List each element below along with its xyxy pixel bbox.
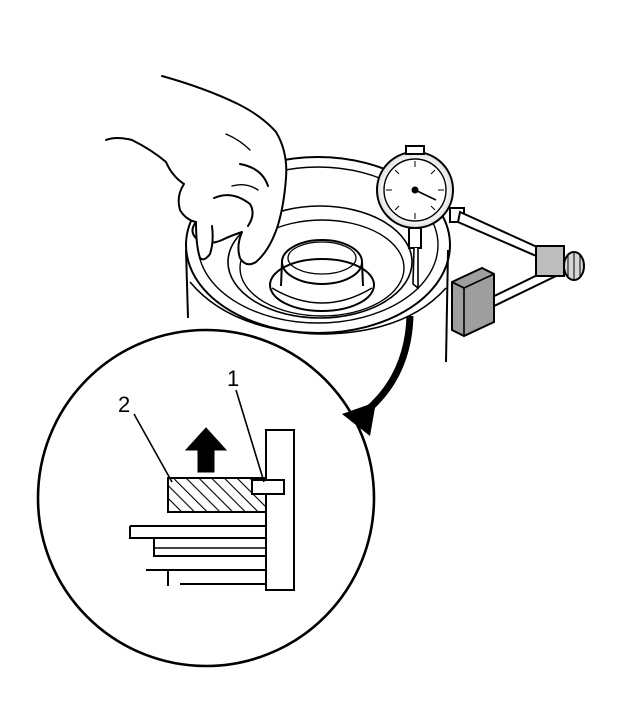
hand-outline — [105, 75, 288, 266]
leader-line-2 — [133, 413, 173, 483]
hub-side-left — [280, 261, 283, 287]
dial-indicator — [376, 145, 465, 290]
stand-clamp-knob-ridges — [567, 253, 581, 279]
pointer-arrow-shaft — [357, 315, 414, 419]
lift-arrow-icon — [184, 427, 228, 473]
housing-right-wall — [445, 249, 449, 363]
housing — [185, 156, 451, 363]
pointer-arrow-head-icon — [342, 402, 376, 436]
indicator-stand — [451, 210, 585, 338]
finger-crease-3 — [231, 183, 259, 191]
dial-crown — [405, 145, 425, 155]
dial-needle-hub — [411, 186, 419, 194]
detail-pointer-arrow — [342, 315, 414, 436]
hub-band — [271, 287, 373, 304]
dial-stem — [408, 227, 422, 249]
leader-line-1 — [235, 389, 265, 483]
housing-outer-rim — [185, 156, 451, 334]
knuckle-line — [225, 133, 251, 151]
stand-clamp — [535, 245, 565, 277]
magnetic-base — [451, 266, 495, 338]
thumb — [195, 221, 214, 261]
dial-plunger — [412, 247, 419, 290]
magnetic-base-top — [451, 273, 495, 289]
hand — [105, 75, 288, 266]
detail-plates — [129, 525, 266, 586]
dial-ticks — [386, 161, 444, 219]
hub-base — [269, 258, 375, 312]
housing-lower-edge — [189, 281, 447, 335]
hub-top-inner — [287, 241, 357, 275]
finger-crease-2 — [239, 163, 269, 187]
detail-view: 1 2 — [36, 328, 376, 668]
callout-2: 2 — [118, 392, 130, 417]
callout-1: 1 — [227, 366, 239, 391]
hub-side-right — [361, 261, 364, 287]
detail-part-1 — [251, 479, 285, 495]
housing-left-wall — [185, 249, 189, 319]
detail-wall — [265, 429, 295, 591]
finger-crease-1 — [213, 194, 254, 227]
inner-ring-1 — [227, 205, 413, 319]
inner-ring-2 — [239, 219, 405, 317]
dial-needle — [414, 189, 437, 201]
